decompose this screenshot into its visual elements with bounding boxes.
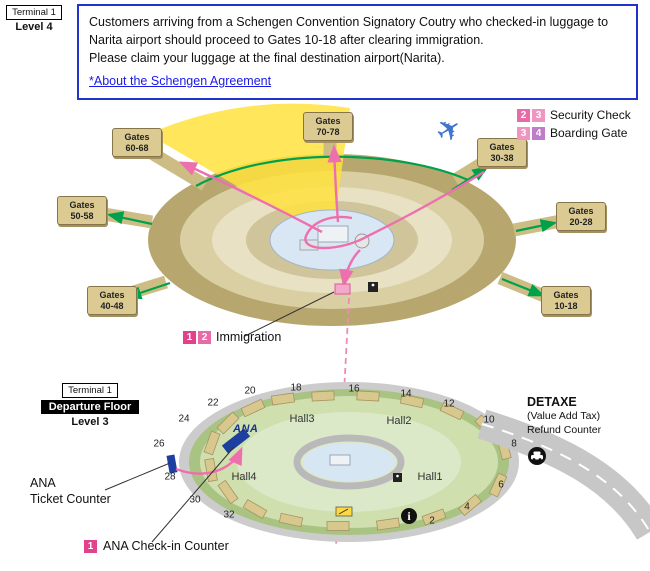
car-icon bbox=[528, 447, 546, 465]
ana-ticket-pointer-line bbox=[104, 462, 171, 491]
gate-label-40-48: Gates 40-48 bbox=[87, 286, 137, 315]
counter-number: 12 bbox=[443, 398, 455, 410]
counter-number: 26 bbox=[153, 438, 165, 450]
ana-logo: ANA bbox=[233, 423, 259, 435]
level4-header: Terminal 1 Level 4 bbox=[2, 2, 66, 33]
level3-oval bbox=[179, 382, 519, 542]
ana-checkin-counter-label: ANA Check-in Counter bbox=[103, 539, 229, 553]
immigration-label: Immigration bbox=[216, 330, 282, 344]
counter-number: 18 bbox=[290, 382, 302, 394]
detaxe-sub2: Refund Counter bbox=[527, 423, 602, 436]
checkin-pointer-line bbox=[151, 446, 235, 543]
legend-security-check: 2 3 Security Check bbox=[517, 108, 631, 122]
step-1-badge: 1 bbox=[84, 539, 97, 553]
counter-number: 14 bbox=[400, 388, 412, 400]
legend-boarding-gate: 3 4 Boarding Gate bbox=[517, 126, 631, 140]
counter-number: 22 bbox=[207, 397, 219, 409]
level4-center-core bbox=[269, 209, 395, 292]
step-3-badge: 3 bbox=[532, 108, 545, 122]
yellow-highlight-sector bbox=[148, 103, 350, 242]
counter-number: 28 bbox=[164, 471, 176, 483]
gate-label-30-38: Gates 30-38 bbox=[477, 138, 527, 167]
step-4-badge: 4 bbox=[532, 126, 545, 140]
svg-text:i: i bbox=[407, 509, 411, 523]
level3-label: Level 3 bbox=[71, 416, 109, 428]
counter-number: 16 bbox=[348, 383, 360, 395]
immigration-legend: 1 2 Immigration bbox=[183, 330, 281, 344]
checkin-counter-islands bbox=[203, 390, 512, 531]
counter-number: 8 bbox=[511, 438, 517, 450]
terminal-label: Terminal 1 bbox=[6, 5, 62, 20]
level4-label: Level 4 bbox=[15, 21, 53, 33]
notice-paragraph-1: Customers arriving from a Schengen Conve… bbox=[89, 15, 609, 47]
step-1-badge: 1 bbox=[183, 330, 196, 344]
hall1-label: Hall1 bbox=[417, 471, 443, 483]
counter-number: 32 bbox=[223, 509, 235, 521]
escalator-icon bbox=[335, 506, 353, 517]
hall3-label: Hall3 bbox=[289, 413, 315, 425]
counter-number: 4 bbox=[464, 501, 470, 513]
step-2-badge: 2 bbox=[517, 108, 530, 122]
notice-paragraph-2: Please claim your luggage at the final d… bbox=[89, 50, 445, 65]
departure-floor-label: Departure Floor bbox=[40, 400, 140, 414]
gate-label-10-18: Gates 10-18 bbox=[541, 286, 591, 315]
schengen-notice-box: Customers arriving from a Schengen Conve… bbox=[77, 4, 638, 100]
immigration-point bbox=[334, 283, 351, 295]
terminal-label: Terminal 1 bbox=[62, 383, 118, 398]
level3-header: Terminal 1 Departure Floor Level 3 bbox=[38, 383, 142, 428]
immigration-pointer-line bbox=[244, 291, 335, 337]
step-3-badge: 3 bbox=[517, 126, 530, 140]
ana-checkin-counter-legend: 1 ANA Check-in Counter bbox=[84, 539, 229, 553]
gate-label-70-78: Gates 70-78 bbox=[303, 112, 353, 141]
ana-ticket-counter-label: ANA Ticket Counter bbox=[30, 476, 111, 506]
counter-number: 2 bbox=[429, 515, 435, 527]
detaxe-title: DETAXE bbox=[527, 395, 577, 409]
detaxe-sub1: (Value Add Tax) bbox=[527, 410, 601, 423]
counter-number: 20 bbox=[244, 385, 256, 397]
counter-number: 30 bbox=[189, 494, 201, 506]
hall4-label: Hall4 bbox=[231, 471, 257, 483]
pink-route-level4 bbox=[178, 144, 485, 288]
access-road bbox=[477, 409, 650, 540]
counter-number: 24 bbox=[178, 413, 190, 425]
counter-number: 10 bbox=[483, 414, 495, 426]
counter-number: 6 bbox=[498, 479, 504, 491]
detaxe-label: DETAXE (Value Add Tax) Refund Counter bbox=[527, 394, 601, 438]
security-check-label: Security Check bbox=[550, 108, 631, 122]
restroom-icon bbox=[393, 473, 402, 482]
schengen-agreement-link[interactable]: *About the Schengen Agreement bbox=[89, 74, 272, 89]
step-2-badge: 2 bbox=[198, 330, 211, 344]
boarding-gate-label: Boarding Gate bbox=[550, 126, 628, 140]
gate-label-20-28: Gates 20-28 bbox=[556, 202, 606, 231]
gate-label-50-58: Gates 50-58 bbox=[57, 196, 107, 225]
gate-label-60-68: Gates 60-68 bbox=[112, 128, 162, 157]
map-legend: 2 3 Security Check 3 4 Boarding Gate bbox=[517, 108, 631, 144]
hall2-label: Hall2 bbox=[386, 415, 412, 427]
info-icon: i bbox=[401, 508, 417, 524]
